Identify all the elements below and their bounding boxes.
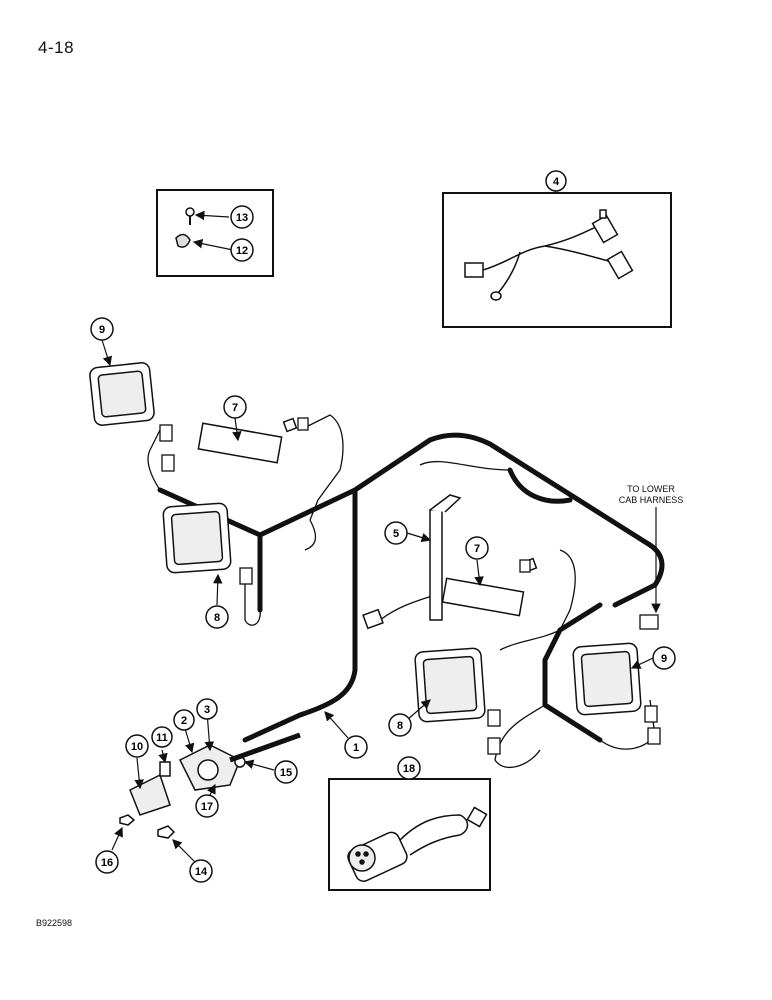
svg-text:9: 9 [99, 324, 105, 336]
adapter-harness-icon [464, 209, 634, 301]
trailer-plug-inset-box [328, 778, 491, 891]
cab-harness-note: TO LOWER CAB HARNESS [596, 484, 706, 506]
socket-assembly-icon [119, 744, 246, 839]
svg-text:11: 11 [156, 732, 168, 744]
page-number: 4-18 [38, 38, 75, 57]
callout-18: 18 [397, 756, 421, 780]
callout-8-right: 8 [388, 713, 412, 737]
callout-3: 3 [196, 698, 218, 720]
svg-text:10: 10 [131, 741, 143, 753]
callout-7-right: 7 [465, 536, 489, 560]
callout-9-left: 9 [90, 317, 114, 341]
callout-7-left: 7 [223, 395, 247, 419]
sender-unit-icon [362, 494, 462, 630]
marker-lamp-icon [197, 417, 298, 464]
svg-text:2: 2 [181, 715, 187, 727]
callout-1: 1 [344, 735, 368, 759]
callout-4: 4 [545, 170, 567, 192]
svg-text:7: 7 [232, 402, 238, 414]
main-harness-cable [157, 432, 665, 743]
callout-5: 5 [384, 521, 408, 545]
work-lamp-icon [89, 362, 155, 426]
svg-text:18: 18 [403, 763, 415, 775]
callout-15: 12 [230, 238, 254, 262]
svg-text:8: 8 [397, 720, 403, 732]
branch-wires [147, 414, 656, 769]
trailer-plug-icon [347, 806, 488, 882]
svg-text:16: 16 [101, 857, 113, 869]
svg-text:14: 14 [195, 866, 208, 878]
note-line-2: CAB HARNESS [618, 495, 684, 505]
svg-text:1: 1 [353, 742, 359, 754]
svg-text:15: 15 [280, 767, 292, 779]
svg-text:3: 3 [204, 704, 210, 716]
svg-text:4: 4 [553, 176, 560, 188]
svg-text:12: 12 [236, 245, 248, 257]
svg-text:7: 7 [474, 543, 480, 555]
note-line-1: TO LOWER [627, 484, 675, 494]
svg-text:9: 9 [661, 653, 667, 665]
callout-17: 17 [195, 794, 219, 818]
callout-9-right: 9 [652, 646, 676, 670]
connector-icon [159, 417, 661, 755]
callout-14: 16 [95, 850, 119, 874]
work-lamp-icon [162, 502, 232, 574]
callout-11: 11 [151, 726, 173, 748]
adapter-harness-inset-box [442, 192, 672, 328]
callout-13: 15 [274, 760, 298, 784]
svg-text:8: 8 [214, 612, 220, 624]
svg-text:5: 5 [393, 528, 399, 540]
figure-code: B922598 [36, 918, 73, 928]
hardware-inset-box [156, 189, 274, 277]
work-lamp-icon [414, 647, 486, 723]
socket-cable [229, 732, 301, 763]
callout-12: 14 [189, 859, 213, 883]
screw-icon [185, 207, 195, 225]
callout-2: 2 [173, 709, 195, 731]
callout-10: 10 [125, 734, 149, 758]
callout-8-left: 8 [205, 605, 229, 629]
callout-16: 13 [230, 205, 254, 229]
svg-text:17: 17 [201, 801, 213, 813]
callout-leaders [101, 190, 661, 863]
work-lamp-icon [572, 642, 642, 716]
svg-text:13: 13 [236, 212, 248, 224]
clip-icon [175, 233, 191, 248]
